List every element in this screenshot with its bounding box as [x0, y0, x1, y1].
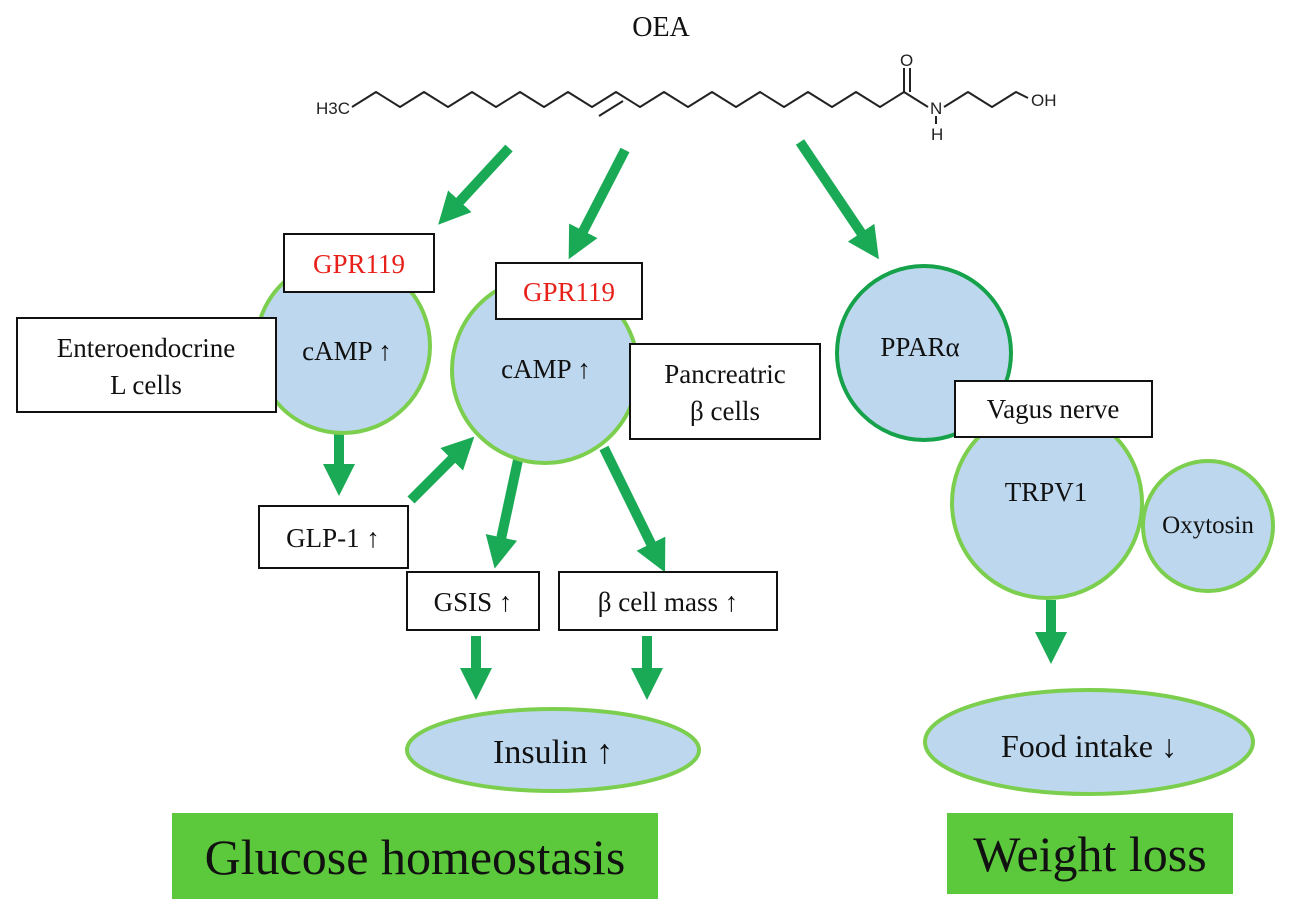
l-cells-box — [16, 317, 277, 413]
arrow-oea-to-ppar — [795, 139, 879, 260]
trpv1-label: TRPV1 — [1005, 477, 1088, 507]
methyl-label: H3C — [316, 99, 350, 118]
l-cell-group: GPR119 cAMP ↑ Enteroendocrine L cells — [16, 233, 435, 435]
pathway-arrows — [323, 139, 1068, 700]
insulin-ellipse — [405, 707, 701, 793]
food-intake-ellipse — [923, 688, 1255, 796]
glp1-label: GLP-1 ↑ — [286, 523, 380, 553]
beta-mass-label: β cell mass ↑ — [598, 587, 738, 617]
oxytosin-node: Oxytosin — [1141, 459, 1275, 593]
gsis-node: GSIS ↑ — [406, 571, 540, 631]
l-cells-line2: L cells — [110, 370, 182, 400]
glucose-outcome-label: Glucose homeostasis — [205, 829, 626, 885]
beta-cell-group: GPR119 cAMP ↑ Pancreatric β cells — [450, 262, 821, 465]
oxytosin-circle — [1141, 459, 1275, 593]
oxytosin-label: Oxytosin — [1162, 512, 1254, 539]
molecule-skeleton — [351, 68, 1029, 117]
trpv1-node: Vagus nerve TRPV1 — [950, 380, 1153, 600]
vagus-label: Vagus nerve — [987, 394, 1120, 424]
camp-b-label: cAMP ↑ — [501, 354, 591, 384]
arrow-oea-to-beta-cell — [568, 147, 630, 260]
arrow-oea-to-l-cell — [438, 144, 513, 225]
glucose-outcome: Glucose homeostasis — [172, 813, 658, 899]
glucose-outcome-box — [172, 813, 658, 899]
glp1-box — [258, 505, 409, 569]
insulin-node: Insulin ↑ — [405, 707, 701, 793]
l-cells-line1: Enteroendocrine — [57, 333, 235, 363]
oea-molecule: OEA H3C O N H OH — [316, 12, 1057, 144]
nitrogen-label: N — [930, 99, 942, 118]
ppar-label: PPARα — [880, 332, 959, 362]
beta-cells-box — [629, 343, 821, 440]
beta-mass-box — [558, 571, 778, 631]
beta-cells-line2: β cells — [690, 396, 760, 426]
hydrogen-label: H — [931, 125, 943, 144]
gpr119-l-box — [283, 233, 435, 293]
oxygen-label: O — [900, 51, 913, 70]
hydroxyl-label: OH — [1031, 91, 1057, 110]
arrow-beta-cell-to-gsis — [485, 458, 523, 569]
food-intake-node: Food intake ↓ — [923, 688, 1255, 796]
gpr119-l-label: GPR119 — [313, 249, 405, 279]
molecule-title: OEA — [632, 12, 690, 43]
arrow-glp1-to-beta-cell — [407, 436, 475, 504]
camp-l-label: cAMP ↑ — [302, 336, 392, 366]
glp1-node: GLP-1 ↑ — [258, 505, 409, 569]
gpr119-b-box — [495, 262, 643, 320]
arrow-beta-cell-to-mass — [599, 445, 666, 573]
vagus-box — [954, 380, 1153, 438]
gpr119-b-label: GPR119 — [523, 277, 615, 307]
weight-loss-label: Weight loss — [973, 826, 1206, 882]
weight-loss-outcome: Weight loss — [947, 813, 1233, 894]
gsis-label: GSIS ↑ — [434, 587, 513, 617]
beta-cells-line1: Pancreatric — [664, 359, 785, 389]
gsis-box — [406, 571, 540, 631]
weight-loss-box — [947, 813, 1233, 894]
insulin-label: Insulin ↑ — [493, 734, 613, 771]
food-intake-label: Food intake ↓ — [1001, 728, 1177, 764]
beta-mass-node: β cell mass ↑ — [558, 571, 778, 631]
